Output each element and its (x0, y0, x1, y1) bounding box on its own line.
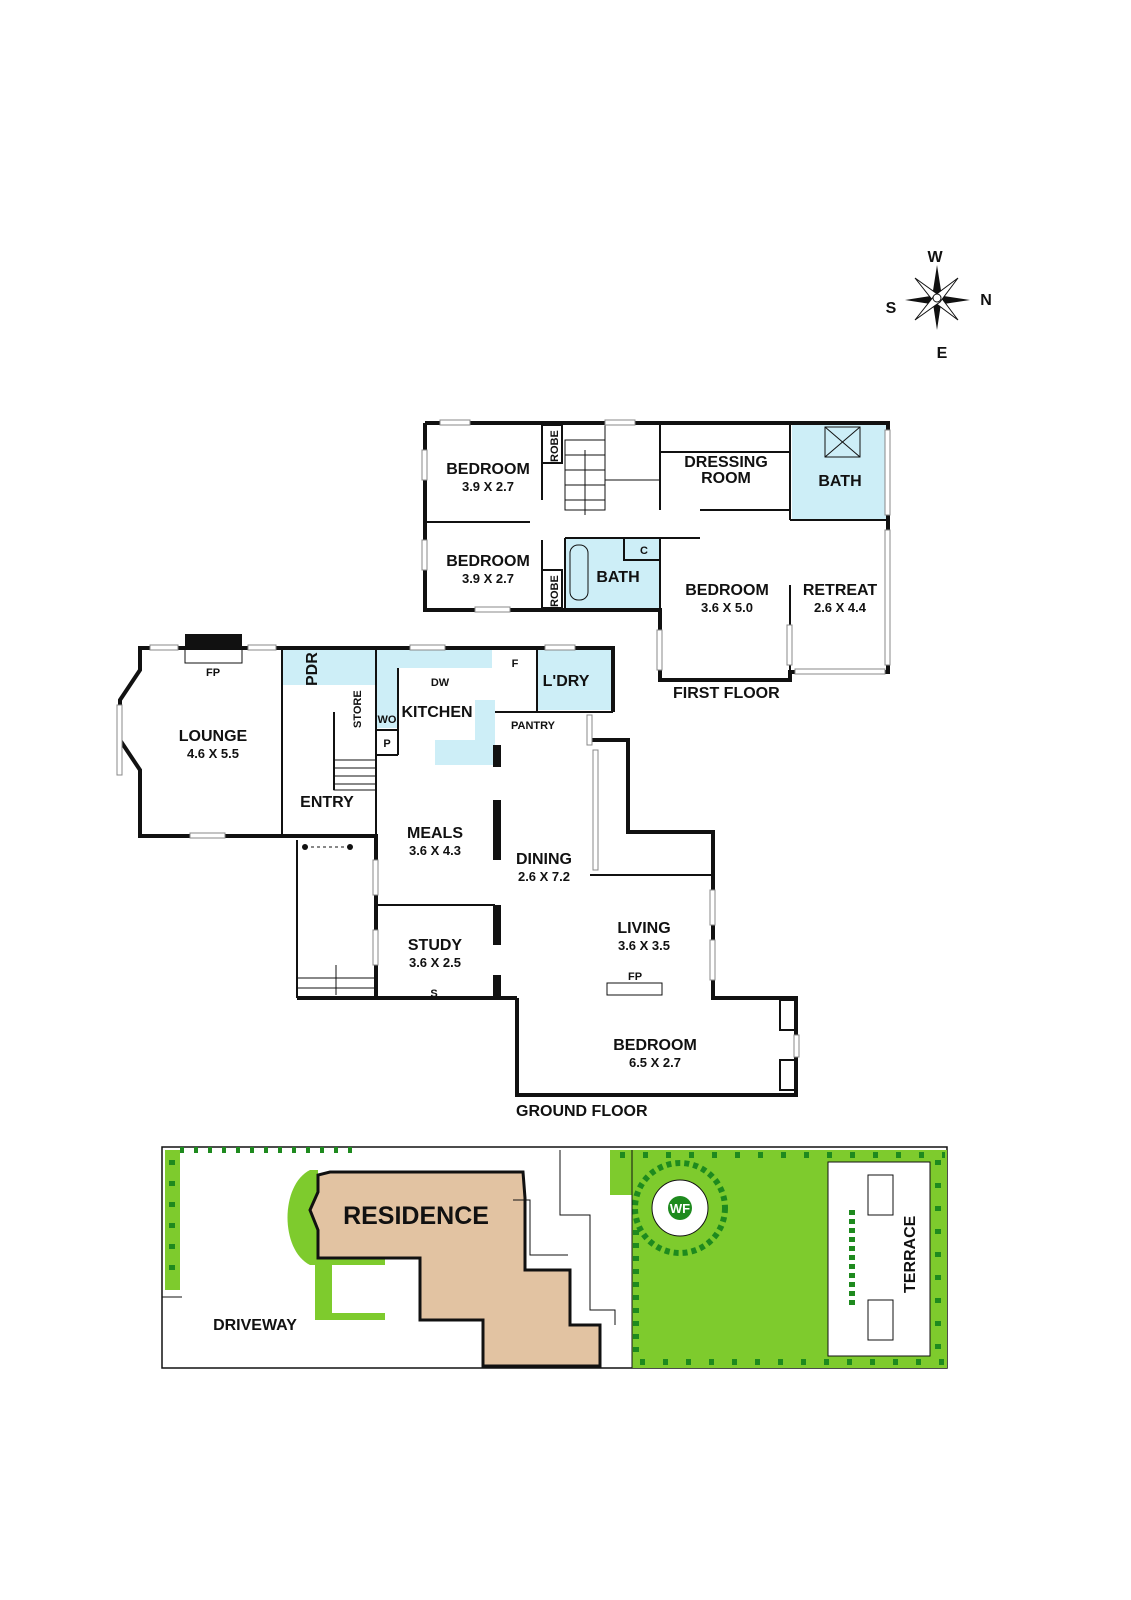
dressing-room-label: DRESSING (684, 454, 768, 471)
ff-bedroom-1-label: BEDROOM (446, 461, 530, 478)
kitchen-label: KITCHEN (401, 704, 472, 721)
compass-north: N (980, 292, 992, 309)
lounge-dim: 4.6 X 5.5 (187, 746, 239, 761)
robe-2-label: ROBE (549, 575, 561, 607)
retreat-label: RETREAT (803, 582, 878, 599)
residence-label: RESIDENCE (343, 1202, 489, 1230)
ground-floor-plan (116, 634, 800, 1097)
store-label: STORE (352, 690, 364, 728)
meals-label: MEALS (407, 825, 463, 842)
compass-east: E (937, 345, 948, 362)
gf-bedroom-label: BEDROOM (613, 1037, 697, 1054)
stairs-icon (297, 759, 377, 995)
first-floor-plan (421, 419, 891, 682)
living-label: LIVING (617, 920, 670, 937)
robe-1-label: ROBE (549, 430, 561, 462)
ff-bath-label: BATH (596, 569, 639, 586)
lounge-label: LOUNGE (179, 728, 248, 745)
wo-label: WO (378, 714, 397, 726)
ff-bedroom-3-dim: 3.6 X 5.0 (701, 600, 753, 615)
dw-label: DW (431, 677, 450, 689)
compass-rose-icon (905, 265, 970, 330)
ff-bath-main-label: BATH (818, 473, 861, 490)
site-plan (161, 1146, 948, 1369)
stairs-icon (564, 425, 660, 515)
fridge-label: F (512, 658, 519, 670)
living-dim: 3.6 X 3.5 (618, 938, 670, 953)
cupboard-label: C (640, 545, 648, 557)
study-label: STUDY (408, 937, 463, 954)
meals-dim: 3.6 X 4.3 (409, 843, 461, 858)
dressing-room-label-2: ROOM (701, 470, 751, 487)
pdr-label: PDR (304, 652, 321, 686)
entry-label: ENTRY (300, 794, 354, 811)
shelf-label: S (430, 988, 437, 1000)
pantry-label: PANTRY (511, 720, 556, 732)
retreat-dim: 2.6 X 4.4 (814, 600, 867, 615)
driveway-label: DRIVEWAY (213, 1317, 297, 1334)
compass-west: W (927, 249, 943, 266)
ff-bedroom-3-label: BEDROOM (685, 582, 769, 599)
gf-bedroom-dim: 6.5 X 2.7 (629, 1055, 681, 1070)
dining-dim: 2.6 X 7.2 (518, 869, 570, 884)
ff-bedroom-1-dim: 3.9 X 2.7 (462, 479, 514, 494)
terrace-label: TERRACE (902, 1215, 919, 1293)
ff-bedroom-2-label: BEDROOM (446, 553, 530, 570)
residence-footprint (308, 1170, 602, 1368)
fp-lounge-label: FP (206, 667, 220, 679)
compass-south: S (886, 300, 897, 317)
water-feature-label: WF (670, 1201, 690, 1216)
fp-living-label: FP (628, 971, 642, 983)
ff-bedroom-2-dim: 3.9 X 2.7 (462, 571, 514, 586)
study-dim: 3.6 X 2.5 (409, 955, 461, 970)
laundry-label: L'DRY (543, 673, 590, 690)
p-label: P (383, 738, 390, 750)
ground-floor-title: GROUND FLOOR (516, 1103, 648, 1120)
first-floor-title: FIRST FLOOR (673, 685, 780, 702)
fireplace-icon (185, 634, 242, 648)
dining-label: DINING (516, 851, 572, 868)
